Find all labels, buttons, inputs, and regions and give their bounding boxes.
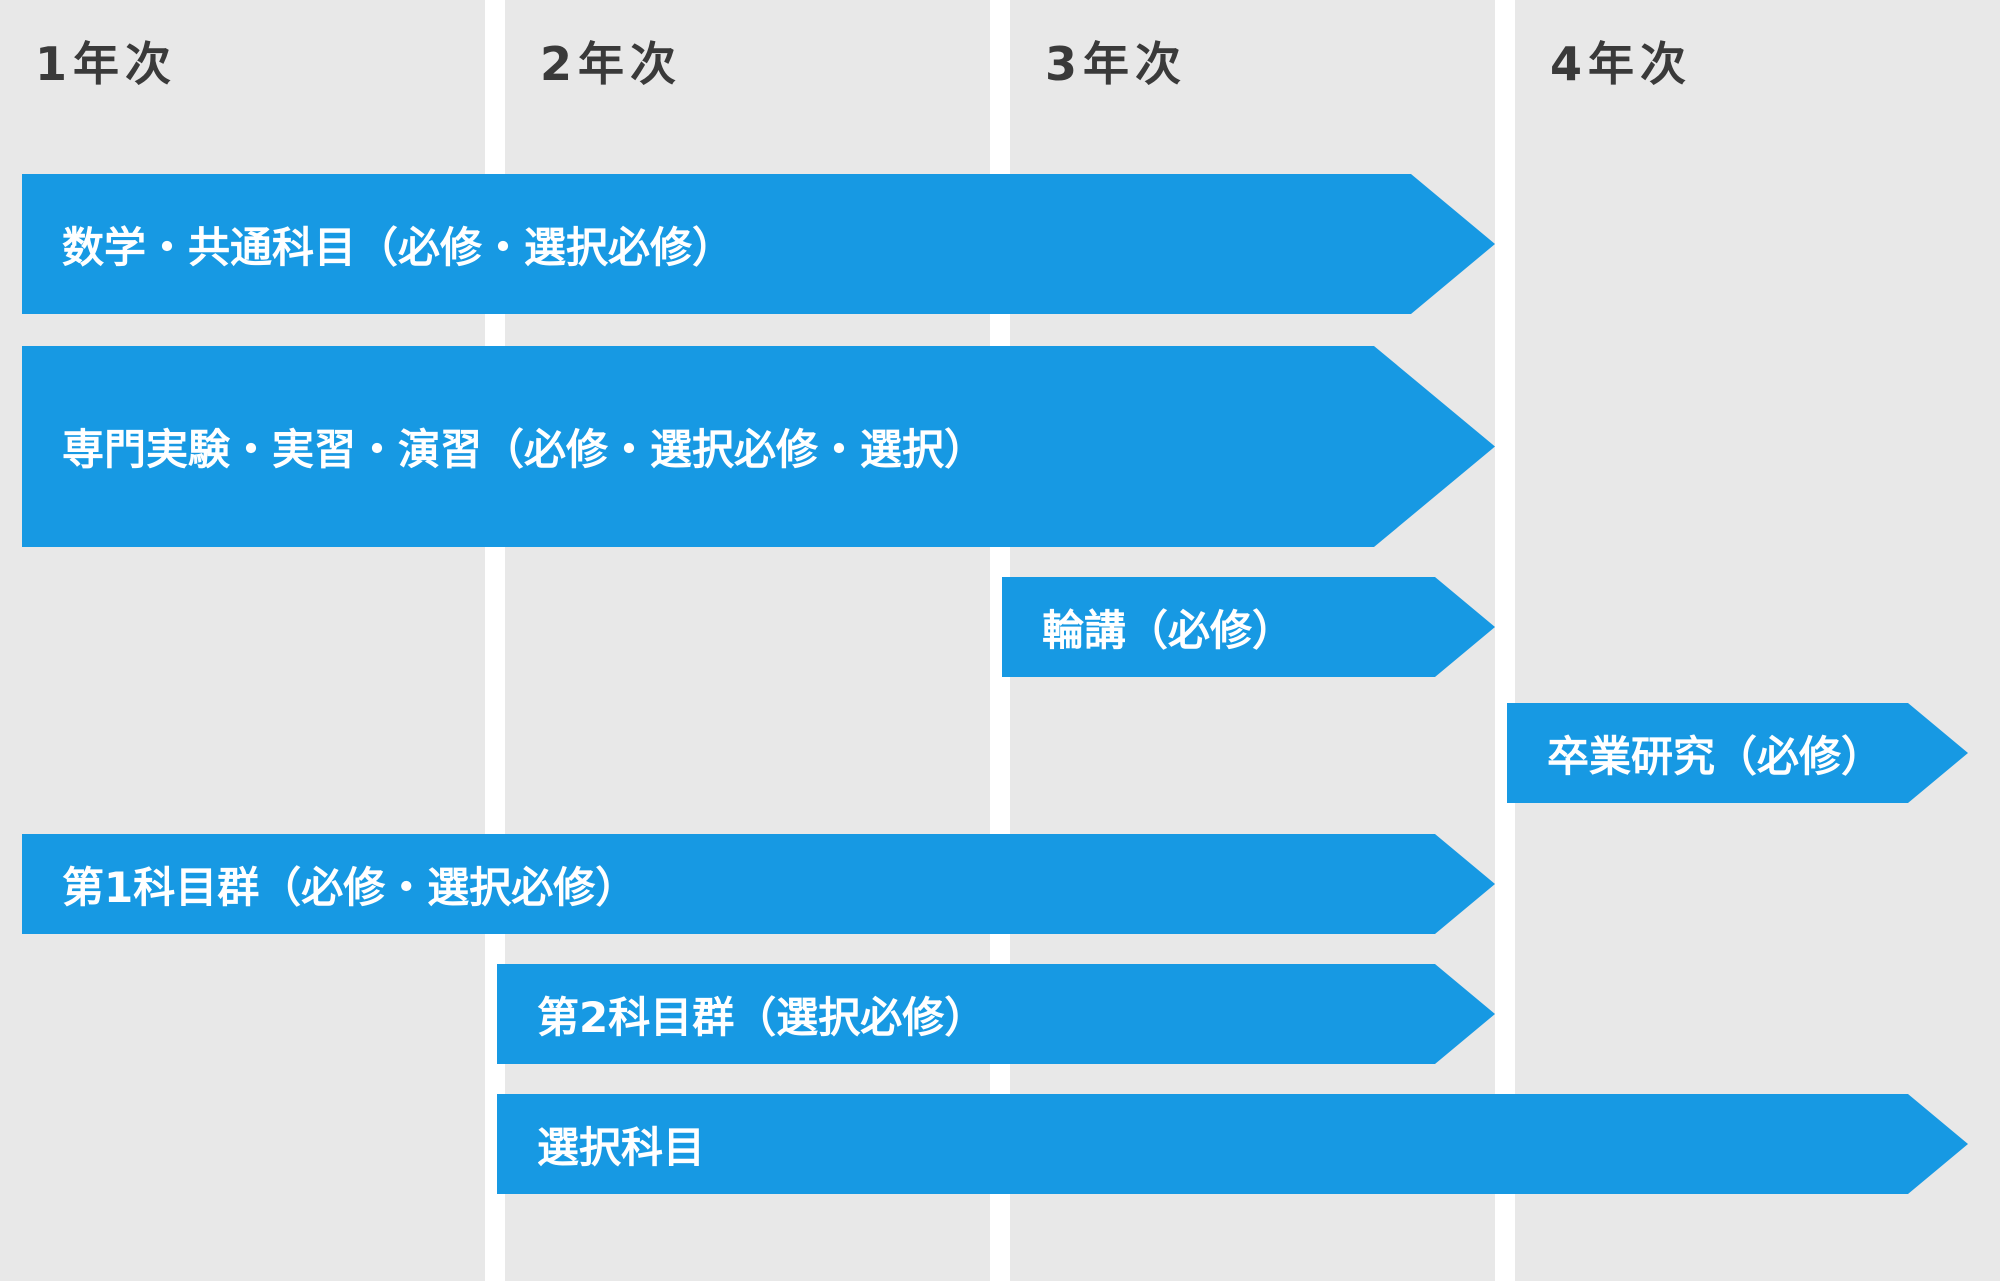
bar-arrow-shape xyxy=(1002,577,1495,677)
arrow-polygon xyxy=(497,964,1495,1064)
arrow-polygon xyxy=(497,1094,1968,1194)
arrow-polygon xyxy=(22,174,1495,314)
year-column-4: 4年次 xyxy=(1515,0,2000,1281)
course-bar-specialized-practice: 専門実験・実習・演習（必修・選択必修・選択） xyxy=(22,346,1495,547)
year-column-title: 4年次 xyxy=(1550,37,1693,91)
course-bar-group-2: 第2科目群（選択必修） xyxy=(497,964,1495,1064)
arrow-polygon xyxy=(22,834,1495,934)
bar-arrow-shape xyxy=(497,964,1495,1064)
bar-arrow-shape xyxy=(1507,703,1968,803)
bar-label: 卒業研究（必修） xyxy=(1547,731,1884,781)
bar-arrow-shape xyxy=(497,1094,1968,1194)
course-bar-graduation-research: 卒業研究（必修） xyxy=(1507,703,1968,803)
arrow-polygon xyxy=(22,346,1495,547)
bar-label: 輪講（必修） xyxy=(1042,605,1295,655)
year-column-title: 3年次 xyxy=(1045,37,1188,91)
course-bar-seminar: 輪講（必修） xyxy=(1002,577,1495,677)
bar-label: 専門実験・実習・演習（必修・選択必修・選択） xyxy=(62,425,987,474)
bar-label: 第1科目群（必修・選択必修） xyxy=(62,862,638,912)
bar-label: 第2科目群（選択必修） xyxy=(537,992,987,1042)
arrow-polygon xyxy=(1002,577,1495,677)
bar-label: 選択科目 xyxy=(537,1122,706,1172)
bar-arrow-shape xyxy=(22,174,1495,314)
bar-arrow-shape xyxy=(22,834,1495,934)
year-column-title: 2年次 xyxy=(540,37,683,91)
course-bar-electives: 選択科目 xyxy=(497,1094,1968,1194)
course-bar-group-1: 第1科目群（必修・選択必修） xyxy=(22,834,1495,934)
course-bar-math-common: 数学・共通科目（必修・選択必修） xyxy=(22,174,1495,314)
bar-label: 数学・共通科目（必修・選択必修） xyxy=(62,222,735,272)
year-column-title: 1年次 xyxy=(35,37,178,91)
arrow-polygon xyxy=(1507,703,1968,803)
bar-arrow-shape xyxy=(22,346,1495,547)
